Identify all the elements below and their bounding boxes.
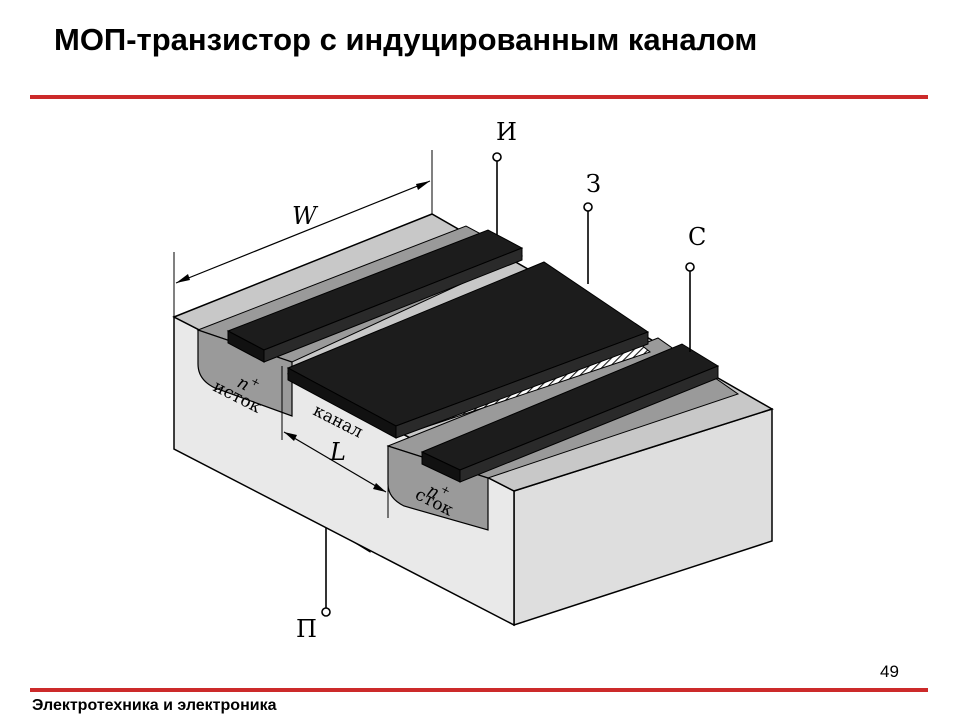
length-label: L <box>329 438 346 466</box>
drain-terminal-label: С <box>688 223 706 251</box>
drain-lead <box>685 262 695 352</box>
slide-title: МОП-транзистор с индуцированным каналом <box>54 22 758 57</box>
source-metal <box>226 229 524 363</box>
source-lead <box>492 152 502 235</box>
length-dimension <box>281 366 389 518</box>
substrate-terminal-label: П <box>296 615 317 643</box>
footer-course-title: Электротехника и электроника <box>32 697 277 714</box>
drain-metal <box>420 343 720 483</box>
gate-terminal-label: З <box>586 170 601 198</box>
gate-metal <box>286 261 650 439</box>
footer-divider <box>30 688 928 692</box>
page-number: 49 <box>880 662 899 681</box>
width-label: W <box>292 202 319 230</box>
source-terminal-label: И <box>496 118 517 146</box>
gate-lead <box>583 202 593 284</box>
title-divider <box>30 95 928 99</box>
width-dimension <box>173 150 433 317</box>
